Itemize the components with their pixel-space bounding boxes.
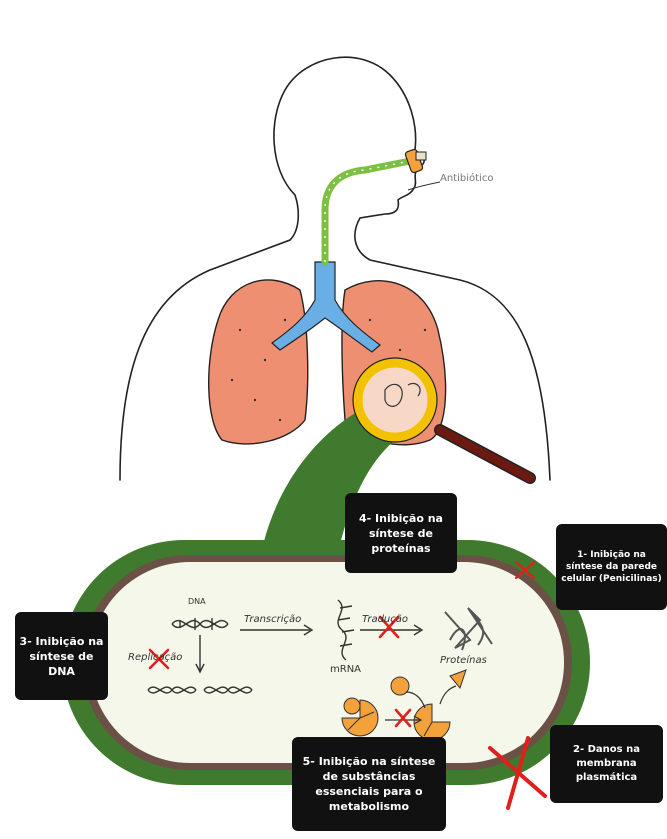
antibiotic-pointer <box>408 182 440 190</box>
callout-plasma-membrane: 2- Danos na membrana plasmática <box>550 725 663 803</box>
mrna-label: mRNA <box>330 664 361 675</box>
inhaled-path <box>325 160 415 262</box>
transcription-label: Transcrição <box>244 614 301 625</box>
inhaler-icon <box>405 149 426 174</box>
dna-label: DNA <box>188 597 206 606</box>
callout-protein-synthesis: 4- Inibição na síntese de proteínas <box>345 493 457 573</box>
antibiotic-label: Antibiótico <box>440 173 493 184</box>
callout-cell-wall: 1- Inibição na síntese da parede celular… <box>556 524 667 610</box>
callout-dna-synthesis: 3- Inibição na síntese de DNA <box>15 612 108 700</box>
proteins-label: Proteínas <box>440 655 487 666</box>
callout-metabolism: 5- Inibição na síntese de substâncias es… <box>292 737 446 831</box>
translation-label: Tradução <box>362 614 408 625</box>
replication-label: Replicação <box>128 652 182 663</box>
